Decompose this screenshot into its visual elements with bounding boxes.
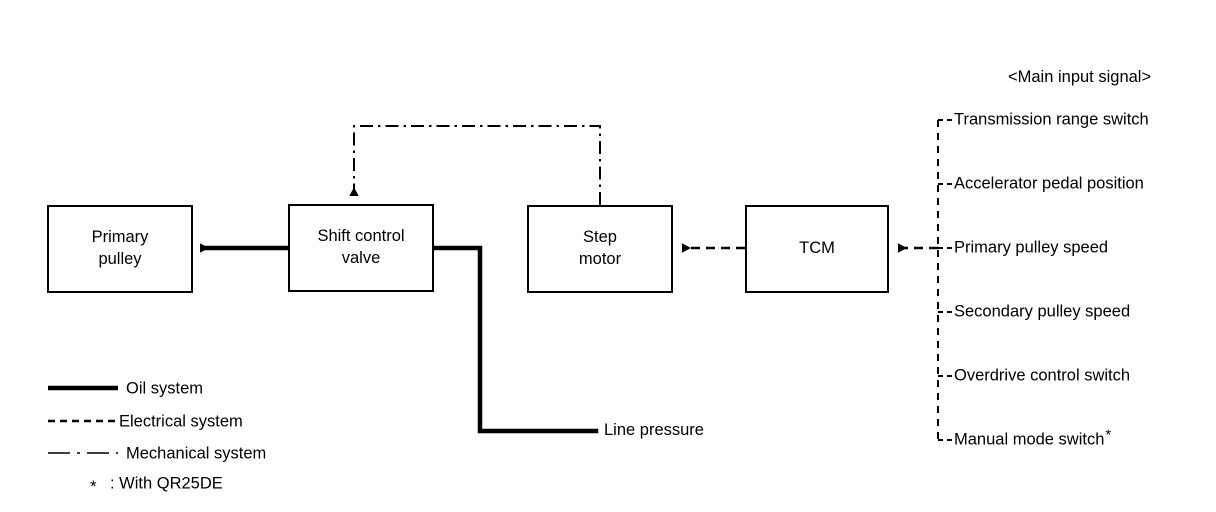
node-tcm-label-line1: TCM — [799, 239, 835, 258]
input-signal-label-1: Transmission range switch — [954, 110, 1149, 129]
input-signal-label-6: Manual mode switch — [954, 430, 1105, 449]
input-signal-item-3: Primary pulley speed — [954, 239, 1108, 258]
input-signal-label-2: Accelerator pedal position — [954, 174, 1144, 193]
node-step-motor-label-line1: Step — [583, 228, 617, 247]
input-signal-header: <Main input signal> — [1008, 68, 1152, 86]
node-step-motor[interactable]: Step motor — [527, 205, 673, 293]
input-signal-item-2: Accelerator pedal position — [954, 175, 1144, 194]
node-primary-pulley-label-line1: Primary — [91, 228, 149, 247]
input-signal-label-5: Overdrive control switch — [954, 366, 1131, 385]
connector-mechanical-stepmotor-to-shiftvalve — [349, 125, 601, 205]
input-signal-label-4: Secondary pulley speed — [954, 302, 1131, 321]
legend-label-mechanical: Mechanical system — [126, 444, 267, 463]
node-shift-control-valve[interactable]: Shift control valve — [288, 204, 434, 292]
legend-star-icon: * — [90, 477, 97, 496]
node-shift-control-valve-label-line1: Shift control — [317, 227, 405, 246]
connector-oil-line-pressure — [431, 245, 599, 434]
input-signal-label-3: Primary pulley speed — [954, 238, 1109, 257]
node-primary-pulley-label-line2: pulley — [98, 250, 142, 268]
label-line-pressure: Line pressure — [604, 421, 704, 439]
input-signal-item-6: Manual mode switch* — [954, 427, 1111, 450]
input-signal-item-1: Transmission range switch — [954, 111, 1149, 130]
input-signal-item-4: Secondary pulley speed — [954, 303, 1130, 322]
input-signal-item-5: Overdrive control switch — [954, 367, 1130, 386]
legend-note-qr25de: : With QR25DE — [110, 474, 223, 493]
legend-label-electrical: Electrical system — [119, 412, 243, 431]
node-tcm[interactable]: TCM — [745, 205, 889, 293]
node-shift-control-valve-label-line2: valve — [341, 249, 381, 267]
node-primary-pulley[interactable]: Primary pulley — [47, 205, 193, 293]
qr25de-star-icon: * — [1105, 426, 1112, 443]
node-step-motor-label-line2: motor — [578, 250, 622, 268]
legend-label-oil: Oil system — [126, 379, 204, 398]
